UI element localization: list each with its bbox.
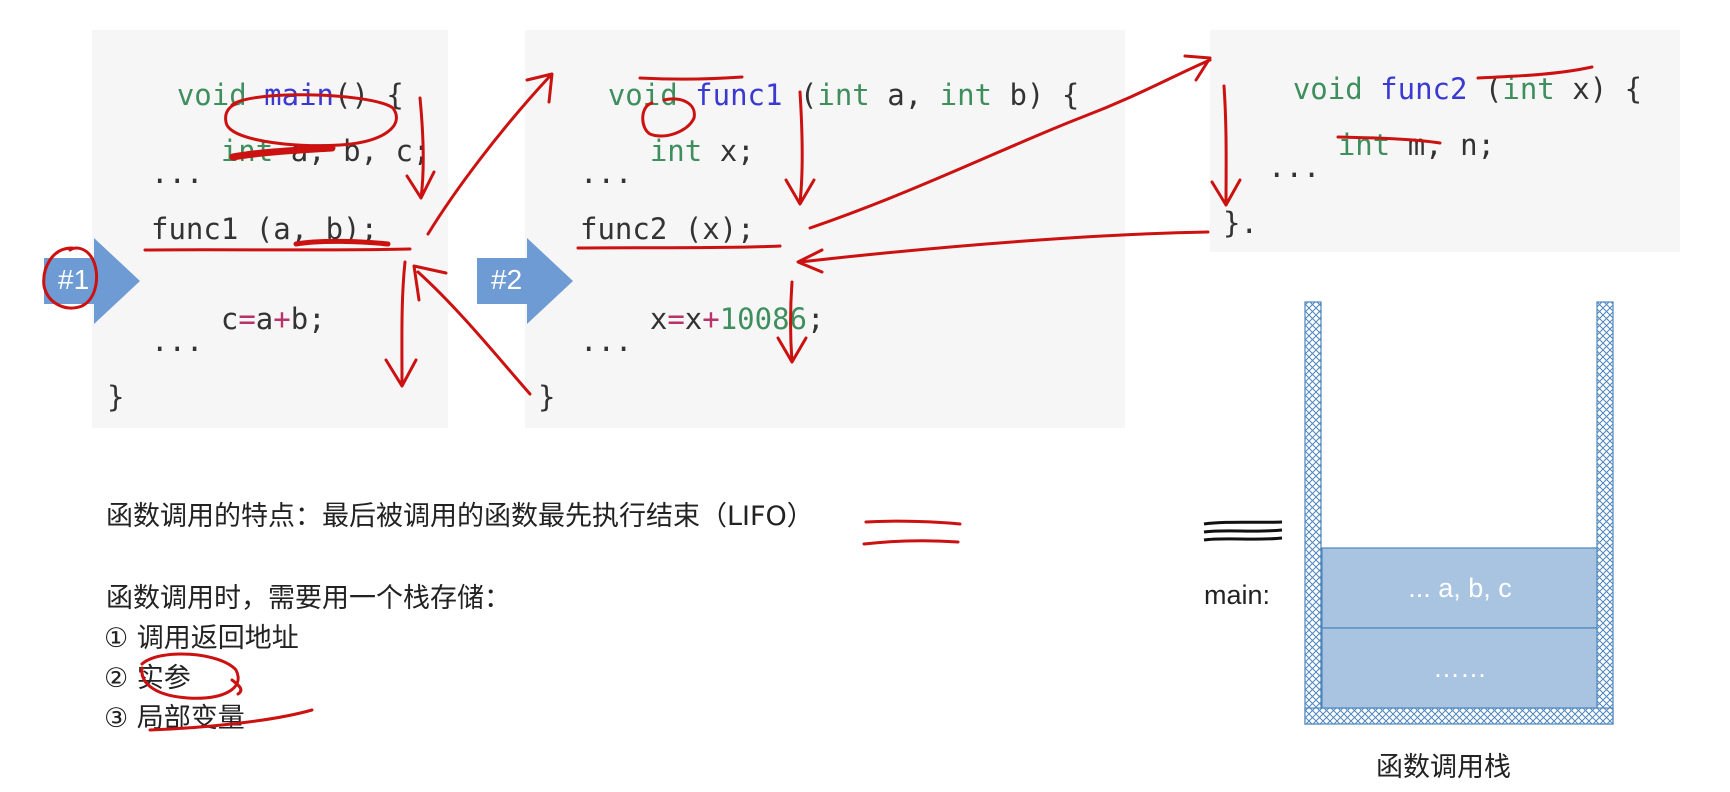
main-line-7: } — [107, 380, 125, 414]
stack-frame-main-other — [1321, 627, 1598, 709]
func1-line-3: ... — [580, 156, 633, 190]
stack-frame-2-label: …… — [1433, 653, 1487, 683]
func1-line-6: ... — [580, 324, 633, 358]
func1-line-7: } — [538, 380, 556, 414]
stack-left-wall — [1304, 301, 1322, 725]
call-stack-caption: 函数调用栈 — [1376, 752, 1511, 783]
main-line-6: ... — [151, 324, 204, 358]
func2-line-3: ... — [1268, 150, 1321, 184]
stack-item-return-address: ① 调用返回地址 — [104, 623, 299, 654]
stack-frame-main-vars — [1321, 547, 1598, 629]
func1-line-2: int x; — [649, 134, 755, 168]
stack-bottom — [1304, 707, 1614, 725]
approx-equal-icon — [1203, 520, 1283, 542]
main-line-5: c=a+b; — [220, 302, 326, 336]
func1-line-4: func2 (x); — [580, 212, 755, 246]
lifo-feature-text: 函数调用的特点：最后被调用的函数最先执行结束（LIFO） — [106, 501, 814, 532]
stack-frame-1-label: ... a, b, c — [1408, 573, 1512, 603]
stack-intro-text: 函数调用时，需要用一个栈存储： — [106, 583, 511, 614]
stack-right-wall — [1596, 301, 1614, 725]
func2-line-4: }. — [1223, 206, 1258, 240]
main-line-3: ... — [151, 156, 204, 190]
stack-frame-label-main: main: — [1204, 580, 1271, 610]
func2-line-2: int m, n; — [1337, 128, 1495, 162]
